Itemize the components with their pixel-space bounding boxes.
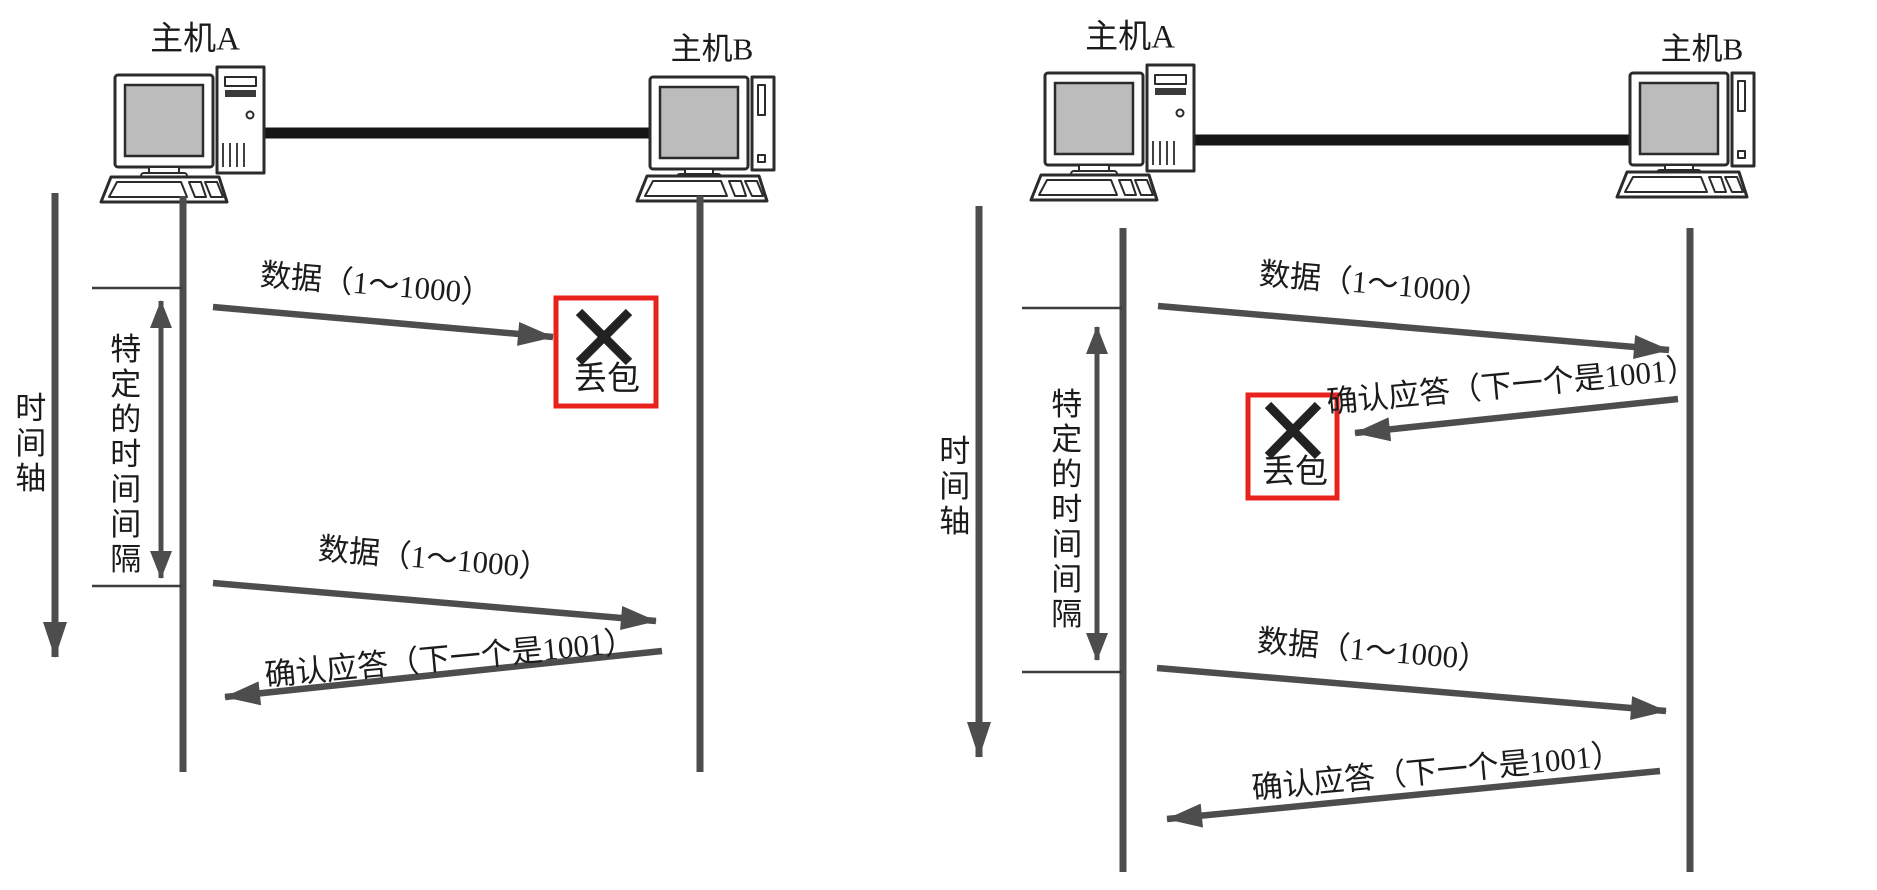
packet-loss-box [1245,392,1340,501]
interval-label: 特定的时间间隔 [1046,387,1082,633]
data-arrow-1 [212,303,554,346]
x-cross-icon [575,308,633,366]
host-a-computer-icon [1029,63,1196,202]
host-a-label: 主机A [1085,19,1175,56]
time-axis-label: 时间轴 [10,391,46,497]
host-b-computer-icon [635,75,776,203]
packet-loss-label: 丢包 [1262,454,1328,491]
data-arrow-1 [1157,302,1670,359]
data-retransmit-arrow [1156,664,1667,721]
packet-loss-box [553,295,659,409]
host-b-label: 主机B [1660,31,1744,67]
packet-loss-label: 丢包 [574,361,640,398]
host-a-label: 主机A [150,21,240,58]
time-axis-label: 时间轴 [934,434,970,540]
data-retransmit-arrow [212,579,657,630]
ack-lost-arrow [1354,395,1679,442]
host-a-computer-icon [99,65,266,204]
ack-arrow [1166,767,1661,828]
ack-arrow [224,647,663,706]
interval-label: 特定的时间间隔 [105,332,141,578]
host-b-label: 主机B [670,31,754,67]
x-cross-icon [1264,401,1322,460]
host-b-computer-icon [1615,71,1756,199]
